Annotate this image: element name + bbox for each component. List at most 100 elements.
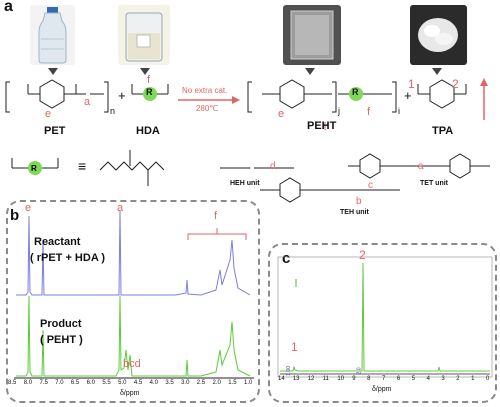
panel-b-x-tick-0: 8.5 [8, 380, 17, 386]
hda-beaker-photo [118, 5, 170, 65]
panel-c-x-tick-3: 11 [322, 376, 329, 382]
pet-site-e: e [45, 108, 52, 120]
panel-b-x-tick-1: 8.0 [23, 380, 33, 386]
panel-b-x-axis-label: δ/ppm [120, 390, 140, 397]
panel-c-x-tick-5: 9 [352, 376, 356, 382]
pet-bottle-photo [30, 5, 75, 65]
product-spectrum [16, 295, 251, 377]
peht-r-label: R [352, 87, 359, 97]
panel-b-x-tick-12: 2.5 [196, 380, 206, 386]
panel-b-x-tick-9: 4.0 [149, 380, 158, 386]
panel-c-spectrum-line [280, 262, 490, 372]
panel-c-x-tick-0: 14 [278, 376, 285, 382]
panel-b-x-tick-11: 3.0 [181, 380, 190, 386]
peht-subscript-j: j [338, 106, 340, 116]
scheme-pointers [5, 68, 488, 130]
tet-site-a: a [418, 161, 424, 172]
panel-b-x-tick-4: 6.5 [70, 380, 80, 386]
plus-1: + [118, 88, 126, 103]
panel-c-x-tick-7: 7 [382, 376, 386, 382]
pet-label: PET [44, 125, 66, 137]
equiv-sign: ≡ [78, 158, 87, 174]
tpa-site-2: 2 [452, 77, 459, 91]
panel-b-peak-bcd: bcd [123, 358, 141, 370]
panel-c-peak-1: 1 [291, 340, 298, 354]
tpa-structure [417, 79, 467, 109]
teh-unit-label: TEH unit [340, 209, 369, 216]
panel-b-f-bracket [187, 228, 247, 240]
pet-structure [5, 79, 109, 113]
panel-b-x-tick-15: 1.0 [244, 380, 253, 386]
tpa-site-1: 1 [408, 77, 415, 91]
r-definition: R [11, 150, 165, 186]
plus-2: + [404, 88, 412, 103]
panel-c-x-tick-6: 8 [367, 376, 371, 382]
hda-r-circle [143, 87, 157, 101]
heh-unit-label: HEH unit [230, 180, 260, 187]
panel-c-integration-2: 2.0 [356, 367, 363, 375]
condition-top: No extra cat. [182, 86, 228, 95]
panel-label-b: b [10, 207, 20, 224]
panel-c-x-tick-4: 10 [337, 376, 345, 382]
heh-site-d: d [270, 161, 276, 172]
tpa-label: TPA [432, 125, 454, 137]
panel-c-x-tick-13: 1 [471, 376, 475, 382]
peht-structure [247, 79, 397, 113]
condition-bottom: 280℃ [196, 104, 219, 113]
pet-subscript-n: n [110, 106, 116, 116]
hda-r-label: R [146, 87, 153, 97]
peht-r-circle [349, 87, 363, 101]
peht-subscript-i: i [398, 106, 400, 116]
panel-c-integration-1: 1.00 [285, 366, 292, 376]
peht-label: PEHT [307, 120, 337, 132]
panel-b-peak-e: e [25, 202, 32, 214]
reactant-label-line2: ( rPET + HDA ) [30, 252, 106, 264]
tpa-powder-photo [410, 5, 467, 65]
hda-structure [131, 84, 169, 95]
panel-c-x-tick-9: 5 [411, 376, 416, 382]
peht-film-photo [283, 5, 341, 65]
panel-c-x-tick-2: 12 [307, 376, 315, 382]
panel-c-x-tick-11: 3 [441, 376, 445, 382]
panel-c-spectrum [277, 256, 493, 378]
panel-b-x-tick-7: 5.0 [118, 380, 127, 386]
panel-c-frame [268, 243, 497, 403]
teh-site-c: c [368, 180, 373, 191]
units-structures [220, 153, 490, 203]
hda-label: HDA [136, 125, 160, 137]
panel-b-x-tick-6: 5.5 [102, 380, 111, 386]
peht-site-e: e [278, 108, 285, 120]
tet-unit-label: TET unit [420, 180, 448, 187]
panel-b-spectra [14, 209, 254, 379]
panel-c-x-axis-label: δ/ppm [372, 386, 392, 393]
product-label-line1: Product [40, 318, 82, 330]
panel-label-c: c [282, 250, 291, 267]
teh-site-b: b [356, 196, 362, 207]
panel-c-x-tick-14: 0 [486, 376, 490, 382]
svg-text:R: R [31, 164, 37, 173]
reactant-label-line1: Reactant [34, 236, 81, 248]
panel-b-x-tick-13: 2.0 [212, 380, 221, 386]
panel-c-x-tick-12: 2 [456, 376, 460, 382]
panel-b-x-tick-8: 4.5 [133, 380, 143, 386]
hda-site-f: f [147, 74, 151, 86]
panel-c-peak-2: 2 [359, 248, 366, 262]
panel-b-peak-a: a [117, 202, 124, 214]
panel-c-x-tick-10: 4 [426, 376, 430, 382]
panel-b-x-tick-10: 3.5 [165, 380, 174, 386]
panel-b-x-tick-14: 1.5 [228, 380, 237, 386]
panel-b-frame [6, 200, 260, 403]
panel-b-x-tick-2: 7.5 [39, 380, 48, 386]
panel-b-x-tick-3: 7.0 [55, 380, 64, 386]
panel-c-x-tick-8: 6 [396, 376, 401, 382]
panel-b-peak-f: f [214, 210, 218, 222]
reactant-spectrum [16, 209, 251, 296]
peht-site-f: f [367, 106, 371, 118]
product-label-line2: ( PEHT ) [40, 334, 83, 346]
peht-units-bracket [324, 122, 326, 130]
panel-label-a: a [4, 0, 13, 15]
panel-c-x-tick-1: 13 [292, 376, 300, 382]
pet-site-a: a [84, 96, 91, 108]
